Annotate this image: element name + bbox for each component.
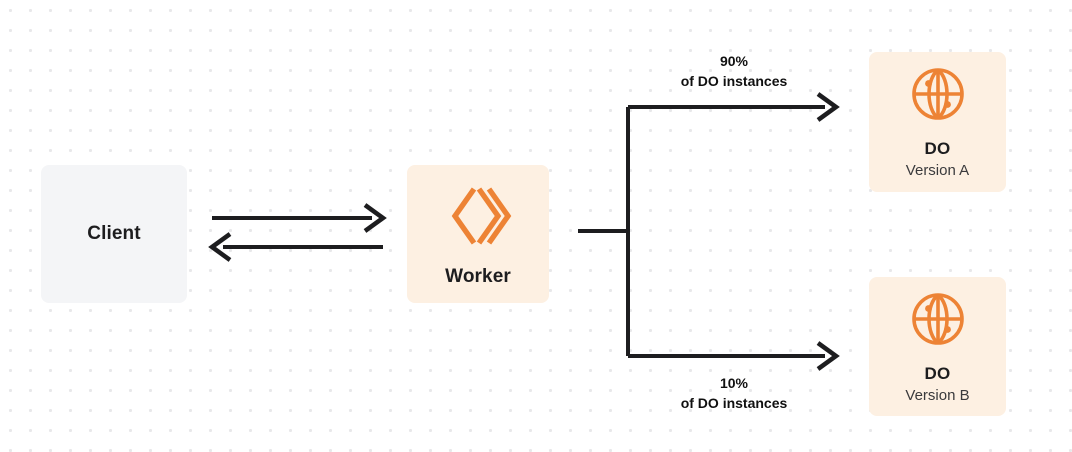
edge-worker-branch-trunk bbox=[578, 107, 630, 356]
node-do-b-label: DO bbox=[924, 363, 951, 383]
edge-label-do-b: 10% of DO instances bbox=[634, 373, 834, 414]
edge-worker-to-do-a bbox=[628, 92, 840, 122]
node-do-version-a[interactable]: DO Version A bbox=[869, 52, 1006, 192]
node-client[interactable]: Client bbox=[41, 165, 187, 303]
edge-label-do-b-percent: 10% bbox=[719, 375, 749, 391]
node-worker[interactable]: Worker bbox=[407, 165, 549, 303]
edge-client-to-worker bbox=[212, 203, 387, 233]
edge-label-do-a: 90% of DO instances bbox=[634, 51, 834, 92]
node-do-a-label: DO bbox=[924, 139, 951, 158]
edge-label-do-a-percent: 90% bbox=[719, 53, 749, 69]
cloudflare-workers-icon bbox=[442, 180, 514, 252]
node-worker-label: Worker bbox=[445, 266, 511, 287]
node-do-b-version: Version B bbox=[905, 386, 970, 404]
node-do-a-version: Version A bbox=[905, 162, 970, 179]
node-do-version-b[interactable]: DO Version B bbox=[869, 277, 1006, 416]
edge-worker-to-do-b bbox=[628, 341, 840, 371]
durable-object-globe-icon bbox=[909, 290, 967, 348]
edge-worker-to-client bbox=[208, 232, 383, 262]
edge-label-do-a-detail: of DO instances bbox=[680, 73, 788, 90]
edge-label-do-b-detail: of DO instances bbox=[680, 395, 788, 412]
node-client-label: Client bbox=[87, 223, 141, 244]
durable-object-globe-icon bbox=[909, 65, 967, 123]
